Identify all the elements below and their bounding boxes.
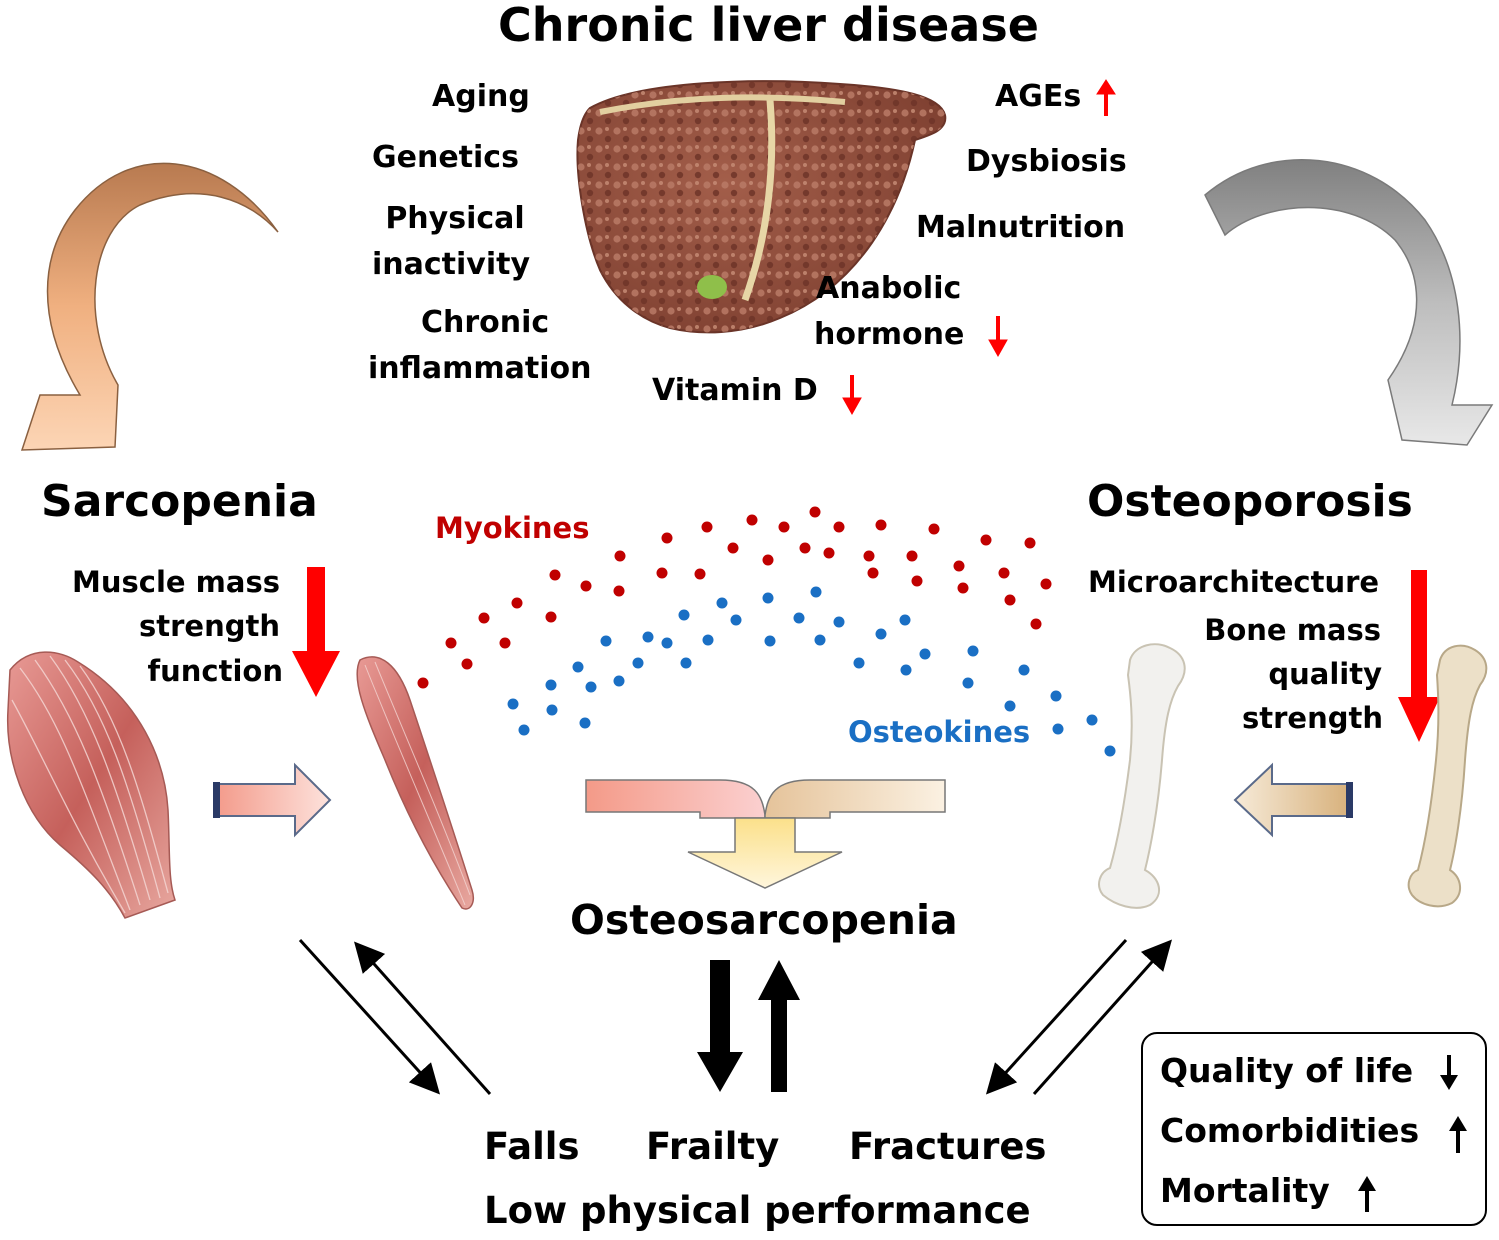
consequence-mortality: Mortality (1160, 1171, 1330, 1210)
osteokines-label: Osteokines (848, 715, 1031, 749)
diagram-title: Chronic liver disease (498, 0, 1039, 52)
outcome-frailty: Frailty (646, 1125, 780, 1168)
merge-arrow (585, 779, 946, 889)
arrow-sarcopenia-to-falls (298, 938, 441, 1095)
decrease-arrow-muscle (292, 567, 340, 697)
risk-chronic-inflammation-2: inflammation (368, 351, 592, 386)
osteoporosis-line-1: Microarchitecture (1088, 565, 1380, 599)
outcome-fractures: Fractures (849, 1125, 1047, 1168)
myokines-label: Myokines (435, 511, 590, 545)
consequence-comorbidities: Comorbidities (1160, 1111, 1420, 1150)
decrease-arrow-quality-of-life (1440, 1055, 1458, 1090)
myokine-dots (417, 506, 1052, 689)
muscle-fiber-illustration (356, 656, 474, 910)
risk-chronic-inflammation-1: Chronic (421, 305, 550, 340)
risk-dysbiosis: Dysbiosis (966, 144, 1127, 179)
risk-vitamin-d: Vitamin D (652, 373, 818, 408)
risk-ages: AGEs (995, 79, 1082, 114)
consequence-quality-of-life: Quality of life (1160, 1051, 1414, 1090)
arrow-falls-to-sarcopenia (354, 941, 492, 1095)
risk-physical-inactivity-2: inactivity (372, 247, 531, 282)
osteoporosis-line-2: Bone mass (1204, 613, 1381, 647)
increase-arrow-mortality (1358, 1176, 1376, 1212)
arrow-muscle-to-fiber (213, 762, 332, 838)
arrow-fractures-to-osteoporosis (1032, 939, 1172, 1095)
osteokine-dots (507, 586, 1116, 757)
arrow-osteoporosis-to-fractures (985, 938, 1128, 1095)
outcome-falls: Falls (484, 1125, 580, 1168)
osteosarcopenia-label: Osteosarcopenia (570, 896, 958, 944)
bone-illustration-left (1098, 643, 1186, 909)
outcome-low-physical-performance: Low physical performance (484, 1189, 1031, 1232)
muscle-illustration (6, 651, 176, 919)
arrow-bone-to-bone (1233, 762, 1353, 838)
sarcopenia-line-1: Muscle mass (72, 565, 280, 599)
osteoporosis-line-4: strength (1241, 701, 1383, 735)
bone-illustration-right (1407, 644, 1488, 908)
curved-arrow-to-osteoporosis (1204, 159, 1494, 446)
arrow-osteosarcopenia-up (758, 960, 800, 1092)
risk-anabolic-1: Anabolic (816, 271, 962, 306)
osteoporosis-line-3: quality (1268, 657, 1382, 691)
risk-malnutrition: Malnutrition (916, 210, 1126, 245)
consequences-box (1141, 1032, 1487, 1226)
liver-illustration (576, 80, 947, 334)
sarcopenia-title: Sarcopenia (41, 476, 318, 527)
sarcopenia-line-3: function (147, 654, 283, 688)
arrow-osteosarcopenia-down (697, 960, 743, 1092)
increase-arrow-ages (1096, 79, 1116, 116)
decrease-arrow-vitamin-d (842, 375, 862, 416)
osteoporosis-title: Osteoporosis (1087, 476, 1413, 527)
risk-aging: Aging (432, 79, 530, 114)
increase-arrow-comorbidities (1449, 1116, 1467, 1153)
sarcopenia-line-2: strength (138, 609, 280, 643)
risk-physical-inactivity-1: Physical (385, 201, 525, 236)
risk-genetics: Genetics (372, 140, 519, 175)
curved-arrow-to-sarcopenia (20, 162, 279, 451)
decrease-arrow-bone (1398, 570, 1440, 742)
risk-anabolic-2: hormone (814, 317, 965, 352)
decrease-arrow-anabolic (988, 316, 1008, 358)
